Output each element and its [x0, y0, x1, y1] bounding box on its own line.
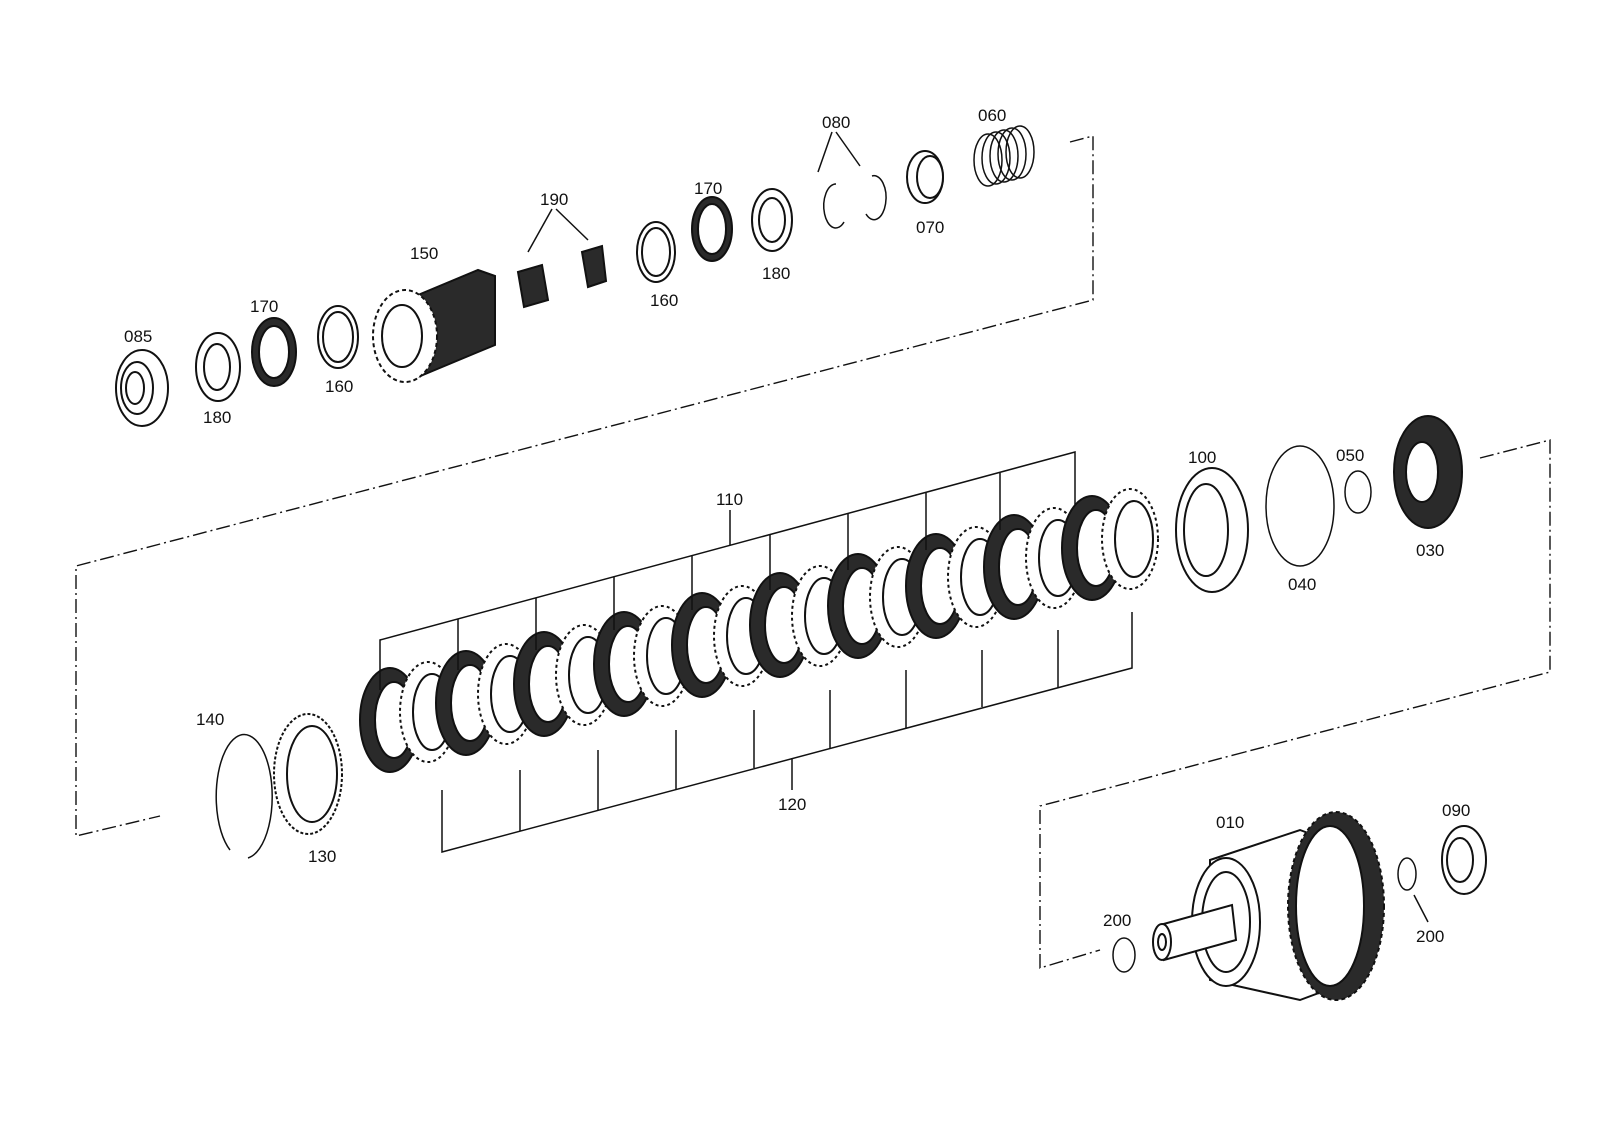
callout-labels: 085 180 170 160 150 190 160 170 180 080 …	[124, 106, 1470, 946]
part-200-ring-right	[1397, 857, 1417, 891]
callout-010: 010	[1216, 813, 1244, 832]
callout-170-right: 170	[694, 179, 722, 198]
callout-180-right: 180	[762, 264, 790, 283]
callout-040: 040	[1288, 575, 1316, 594]
callout-030: 030	[1416, 541, 1444, 560]
part-085-bearing	[115, 349, 169, 427]
leader-lines	[527, 131, 1429, 923]
bracket-120	[441, 612, 1133, 853]
part-200-ring-left	[1112, 937, 1136, 973]
part-170-disc-upper	[691, 196, 733, 262]
part-190-needle-bearing-b	[580, 244, 608, 289]
callout-085: 085	[124, 327, 152, 346]
part-040-o-ring	[1265, 445, 1335, 567]
part-180-washer	[195, 332, 241, 402]
part-160-shim	[317, 305, 359, 369]
callout-200-left: 200	[1103, 911, 1131, 930]
callout-060: 060	[978, 106, 1006, 125]
callout-120: 120	[778, 795, 806, 814]
part-080-snap-rings	[823, 174, 887, 229]
clutch-pack	[359, 488, 1159, 773]
assembly-axis-lines	[75, 135, 1551, 969]
callout-170-left: 170	[250, 297, 278, 316]
callout-090: 090	[1442, 801, 1470, 820]
bracket-110	[379, 451, 1076, 690]
part-010-clutch-carrier	[1152, 811, 1385, 1002]
callout-190: 190	[540, 190, 568, 209]
part-070-sleeve	[906, 150, 944, 204]
part-090-bearing	[1441, 825, 1487, 895]
callout-160-left: 160	[325, 377, 353, 396]
part-190-needle-bearing-a	[516, 263, 550, 309]
callout-100: 100	[1188, 448, 1216, 467]
callout-160-right: 160	[650, 291, 678, 310]
part-180-washer-upper	[751, 188, 793, 252]
part-160-shim-upper	[636, 221, 676, 283]
callout-150: 150	[410, 244, 438, 263]
steel-disc	[1101, 488, 1159, 590]
part-050-o-ring	[1344, 470, 1372, 514]
callout-050: 050	[1336, 446, 1364, 465]
callout-080: 080	[822, 113, 850, 132]
callout-130: 130	[308, 847, 336, 866]
part-030-seal-carrier	[1393, 415, 1463, 529]
callout-200-right: 200	[1416, 927, 1444, 946]
callout-110: 110	[716, 490, 743, 509]
part-060-spring	[973, 125, 1035, 187]
part-130-end-plate	[273, 713, 343, 835]
part-140-snap-ring	[215, 733, 273, 859]
callout-180-left: 180	[203, 408, 231, 427]
part-100-piston	[1175, 467, 1249, 593]
callout-140: 140	[196, 710, 224, 729]
part-150-gear	[372, 268, 496, 383]
callout-070: 070	[916, 218, 944, 237]
part-170-disc	[251, 317, 297, 387]
